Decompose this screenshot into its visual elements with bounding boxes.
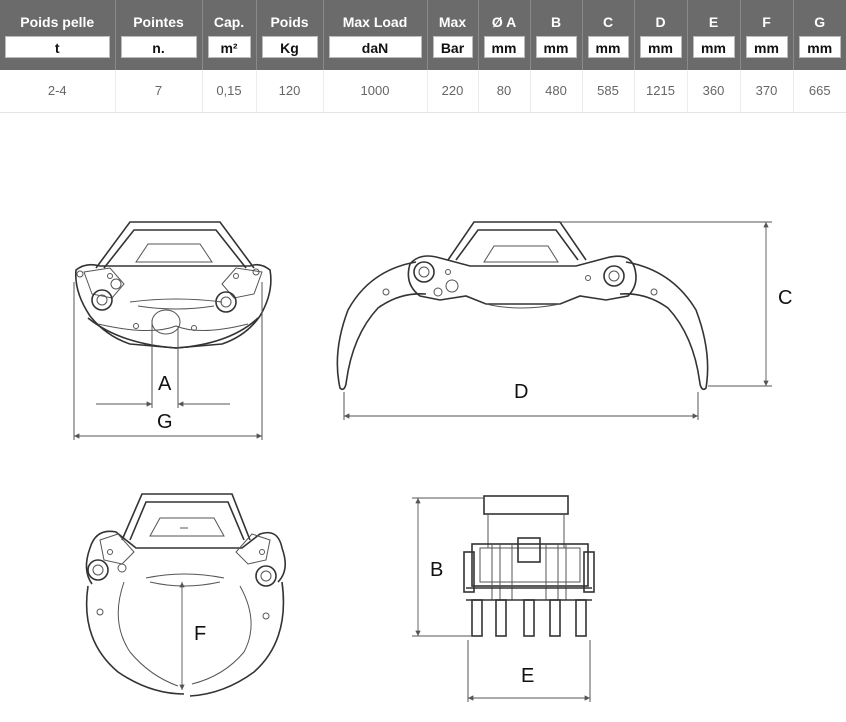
unit-label: mm	[587, 36, 629, 58]
cell-max-load: 1000	[322, 70, 427, 113]
unit-label: mm	[745, 36, 788, 58]
dim-label-d: D	[514, 381, 528, 403]
unit-label: daN	[328, 36, 422, 58]
cell-max-pressure: 220	[426, 70, 478, 113]
front-view-closed: A G	[73, 221, 272, 440]
unit-label: Bar	[432, 36, 473, 58]
cell-f: 370	[739, 70, 793, 113]
unit-label: Kg	[261, 36, 318, 58]
cell-weight: 2-4	[0, 70, 115, 113]
table-row: 2-4 7 0,15 120 1000 220 80 480 585 1215 …	[0, 70, 846, 113]
cell-capacity: 0,15	[201, 70, 256, 113]
front-view-open: C D	[336, 221, 792, 420]
unit-label: mm	[798, 36, 841, 58]
cell-c: 585	[581, 70, 634, 113]
dim-label-g: G	[157, 411, 173, 433]
unit-label: mm	[535, 36, 577, 58]
cell-d: 1215	[633, 70, 687, 113]
unit-label: mm	[639, 36, 682, 58]
cell-tines: 7	[114, 70, 202, 113]
cell-e: 360	[686, 70, 740, 113]
unit-label: n.	[120, 36, 197, 58]
cell-b: 480	[529, 70, 582, 113]
dim-label-a: A	[158, 373, 172, 395]
dim-label-c: C	[778, 287, 792, 309]
dim-label-e: E	[521, 665, 534, 687]
cell-a: 80	[477, 70, 530, 113]
unit-label: mm	[692, 36, 735, 58]
unit-label: mm	[483, 36, 525, 58]
dim-label-b: B	[430, 559, 443, 581]
side-view-closed: F	[85, 493, 286, 697]
dim-label-f: F	[194, 623, 206, 645]
cell-g: 665	[792, 70, 846, 113]
unit-label: m²	[207, 36, 251, 58]
unit-label: t	[5, 36, 110, 58]
col-header-capacity: Cap.m²	[201, 0, 256, 70]
side-view: B E	[412, 495, 595, 702]
cell-mass: 120	[255, 70, 323, 113]
